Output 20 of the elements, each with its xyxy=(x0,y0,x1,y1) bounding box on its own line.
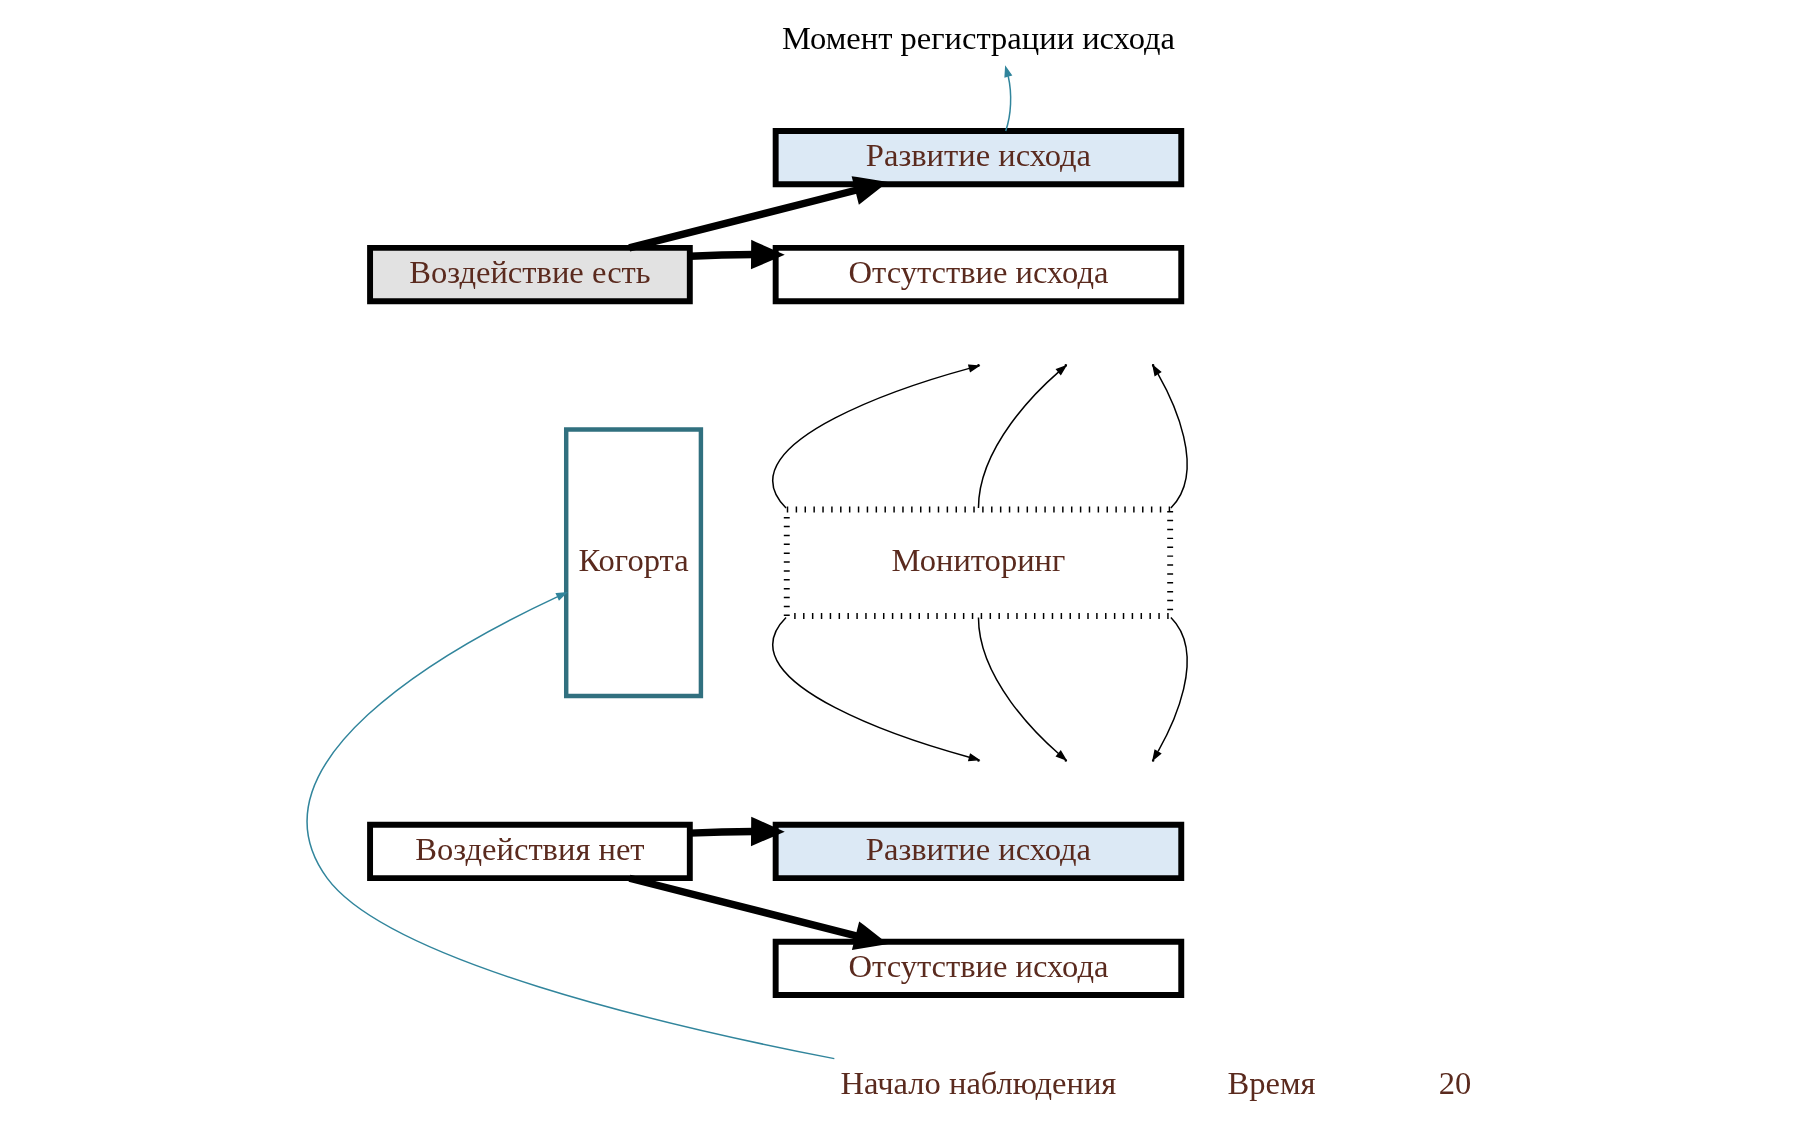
node-text: Начало наблюдения xyxy=(840,1064,1116,1101)
node-box: Развитие исхода xyxy=(772,128,1184,188)
arrow xyxy=(305,591,835,1060)
label: 20 xyxy=(1438,1064,1471,1101)
node-box: Развитие исхода xyxy=(772,821,1184,882)
arrow xyxy=(628,874,888,950)
arrow xyxy=(771,616,980,762)
node-box: Мониторинг xyxy=(783,506,1173,620)
node-box: Отсутствие исхода xyxy=(772,938,1184,998)
node-box: Когорта xyxy=(563,427,703,699)
arrow xyxy=(689,239,785,270)
label: Время xyxy=(1227,1064,1316,1101)
arrow xyxy=(689,816,785,847)
node-text: Момент регистрации исхода xyxy=(781,19,1175,56)
node-box: Воздействие есть xyxy=(366,244,693,305)
arrow xyxy=(627,176,888,252)
node-box: Отсутствие исхода xyxy=(772,244,1184,305)
node-box: Воздействия нет xyxy=(366,821,693,882)
arrow xyxy=(977,616,1067,761)
arrow xyxy=(1003,65,1012,132)
